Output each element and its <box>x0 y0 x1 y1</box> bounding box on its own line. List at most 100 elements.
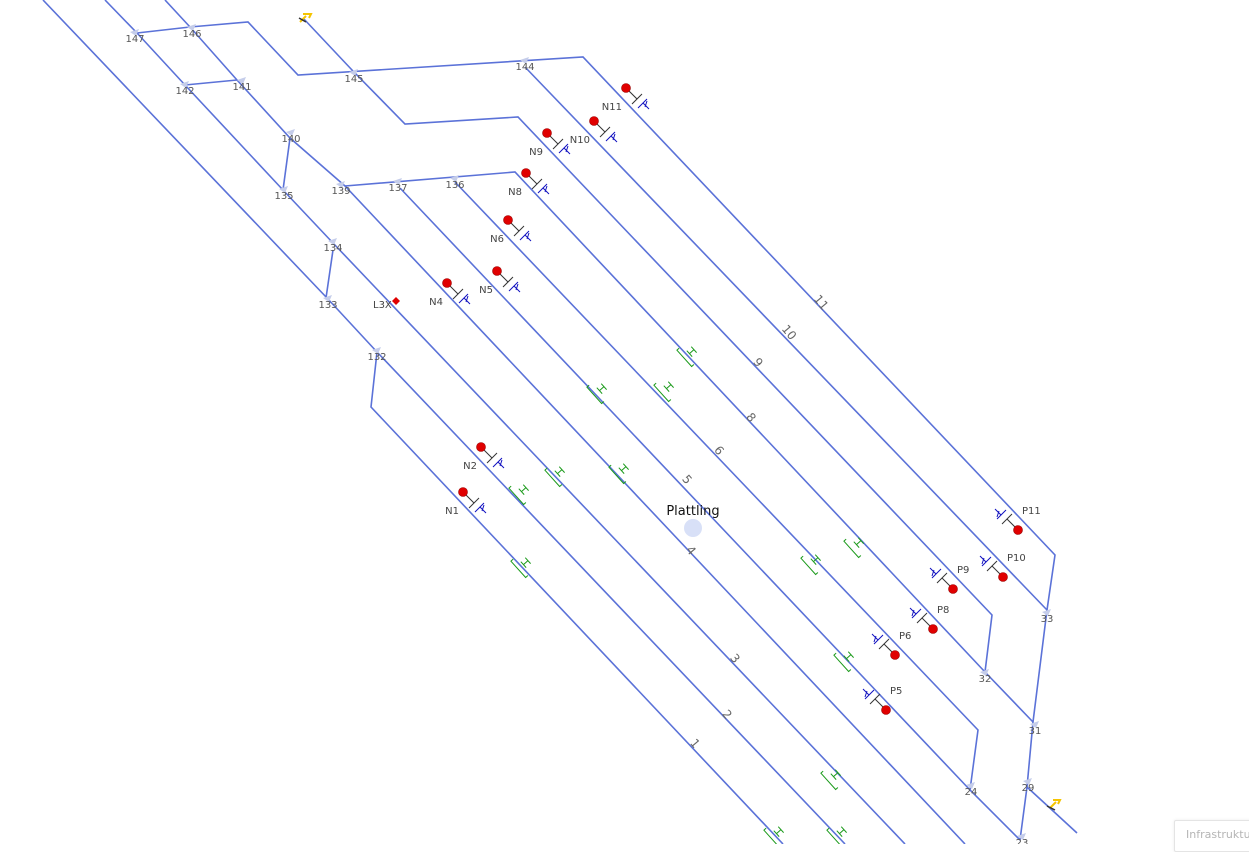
node-label[interactable]: 24 <box>965 787 978 798</box>
node-label[interactable]: 23 <box>1016 838 1029 844</box>
signal-symbol-icon <box>508 281 521 293</box>
direction-arrow-icon <box>1046 799 1062 811</box>
switch-icon <box>1030 721 1039 728</box>
signal-p6[interactable]: P6 <box>871 631 911 660</box>
track-number[interactable]: 9 <box>750 355 766 370</box>
track-number[interactable]: 3 <box>727 651 743 666</box>
balise-marker-icon[interactable] <box>653 376 678 403</box>
track-number[interactable]: 11 <box>811 292 832 313</box>
node-label[interactable]: 146 <box>182 29 201 40</box>
signal-n1[interactable]: N1 <box>445 487 487 518</box>
signal-n4[interactable]: N4 <box>429 278 471 309</box>
balise-marker-icon[interactable] <box>826 821 851 844</box>
node-label[interactable]: 141 <box>232 82 251 93</box>
signal-n5[interactable]: N5 <box>479 266 521 297</box>
signal-lamp-icon <box>476 442 486 452</box>
track-segment[interactable] <box>282 137 291 191</box>
balise-marker-icon[interactable] <box>510 552 535 579</box>
node-label[interactable]: 31 <box>1029 726 1042 737</box>
track-segment[interactable] <box>184 79 238 86</box>
track-segment[interactable] <box>344 171 986 673</box>
node-label[interactable]: 136 <box>445 180 464 191</box>
signal-lamp-icon <box>521 168 531 178</box>
signal-label: N8 <box>508 187 522 198</box>
l3x-marker-icon[interactable] <box>392 297 400 305</box>
node-label[interactable]: 132 <box>367 352 386 363</box>
track-number[interactable]: 6 <box>711 443 727 458</box>
signal-lamp-icon <box>1013 525 1023 535</box>
switch-icon <box>520 57 529 64</box>
signal-p9[interactable]: P9 <box>929 565 969 594</box>
track-segment[interactable] <box>136 21 1056 841</box>
balise-marker-icon[interactable] <box>586 378 611 405</box>
station-name[interactable]: Plattling <box>666 504 719 519</box>
track-segment[interactable] <box>325 249 334 299</box>
track-number[interactable]: 10 <box>779 322 800 343</box>
signal-label: N11 <box>602 102 622 113</box>
track-segment[interactable] <box>42 0 846 844</box>
track-number[interactable]: 1 <box>687 736 703 751</box>
infrastructure-panel-tab[interactable]: Infrastruktur <box>1174 820 1249 852</box>
node-label[interactable]: 137 <box>388 183 407 194</box>
node-label[interactable]: 140 <box>281 134 300 145</box>
switch-icon <box>980 669 989 676</box>
node-label[interactable]: 145 <box>344 74 363 85</box>
signal-label: N5 <box>479 285 493 296</box>
signal-lamp-icon <box>589 116 599 126</box>
signal-n10[interactable]: N10 <box>570 116 618 147</box>
balise-marker-icon[interactable] <box>843 532 868 559</box>
signal-label: P6 <box>899 631 911 642</box>
station-dot[interactable] <box>684 519 702 537</box>
node-label[interactable]: 135 <box>274 191 293 202</box>
track-segment[interactable] <box>370 351 784 844</box>
signal-n11[interactable]: N11 <box>602 83 650 114</box>
signal-symbol-icon <box>492 457 505 469</box>
footer-label: Infrastruktur <box>1186 828 1249 841</box>
node-label[interactable]: 139 <box>331 186 350 197</box>
signal-lamp-icon <box>621 83 631 93</box>
signal-p8[interactable]: P8 <box>909 605 949 634</box>
balise-marker-icon[interactable] <box>820 764 845 791</box>
signal-p5[interactable]: P5 <box>862 686 902 715</box>
signal-label: P5 <box>890 686 902 697</box>
switch-icon <box>336 181 345 188</box>
node-label[interactable]: 134 <box>323 243 342 254</box>
signal-p10[interactable]: P10 <box>979 553 1026 582</box>
signal-n6[interactable]: N6 <box>490 215 532 246</box>
track-segment[interactable] <box>164 0 966 844</box>
balise-markers <box>508 341 868 844</box>
track-segment[interactable] <box>1026 786 1078 834</box>
balise-marker-icon[interactable] <box>544 461 569 488</box>
signal-lamp-icon <box>890 650 900 660</box>
signal-symbol-icon <box>519 230 532 242</box>
node-label[interactable]: 32 <box>979 674 992 685</box>
balise-marker-icon[interactable] <box>508 479 533 506</box>
node-label[interactable]: 142 <box>175 86 194 97</box>
signal-n8[interactable]: N8 <box>508 168 550 199</box>
node-label[interactable]: 147 <box>125 34 144 45</box>
signal-n2[interactable]: N2 <box>463 442 505 473</box>
balise-marker-icon[interactable] <box>763 821 788 844</box>
node-label[interactable]: 29 <box>1022 783 1035 794</box>
track-number[interactable]: 4 <box>683 543 699 558</box>
node-label[interactable]: 33 <box>1041 614 1054 625</box>
signal-symbol-icon <box>994 508 1007 520</box>
switch-icon <box>130 29 139 36</box>
node-label[interactable]: 144 <box>515 62 534 73</box>
balise-marker-icon[interactable] <box>800 549 825 576</box>
signal-symbol-icon <box>537 183 550 195</box>
track-segment[interactable] <box>104 0 906 844</box>
signal-n9[interactable]: N9 <box>529 128 571 159</box>
track-segment[interactable] <box>454 181 979 791</box>
track-segment[interactable] <box>524 66 1048 611</box>
signal-symbol-icon <box>637 98 650 110</box>
signal-lamp-icon <box>948 584 958 594</box>
signal-p11[interactable]: P11 <box>994 506 1041 535</box>
balise-marker-icon[interactable] <box>833 646 858 673</box>
balise-marker-icon[interactable] <box>676 341 701 368</box>
node-label[interactable]: 133 <box>318 300 337 311</box>
balise-marker-icon[interactable] <box>608 458 633 485</box>
